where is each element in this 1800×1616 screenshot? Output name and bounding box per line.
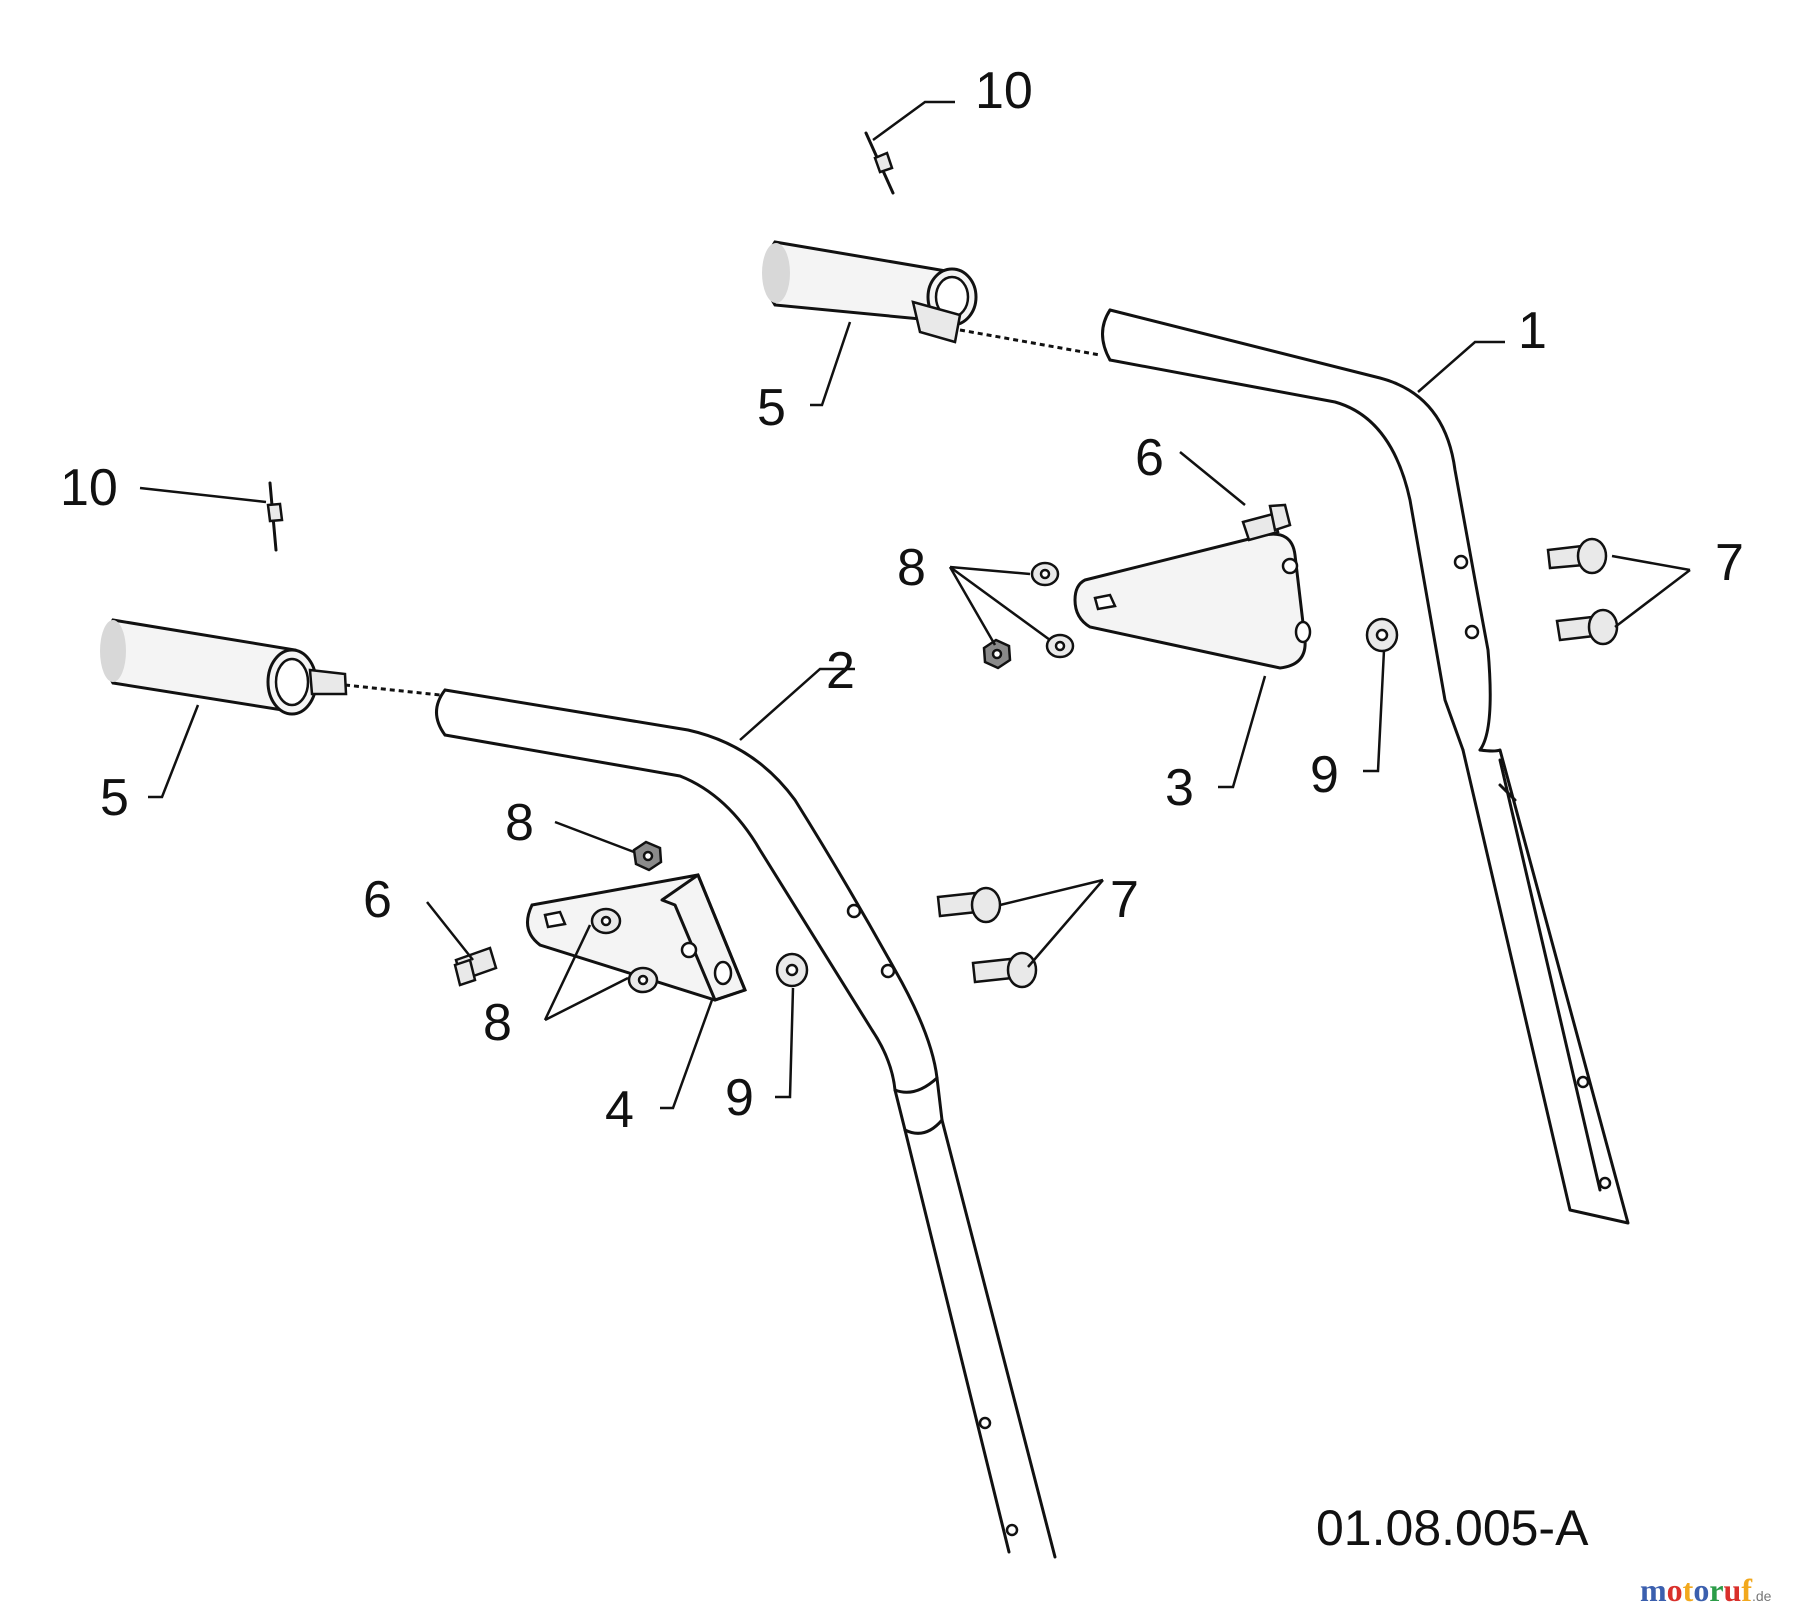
watermark-letter: t	[1683, 1572, 1694, 1608]
lower-nuts	[590, 840, 663, 994]
svg-text:motoruf.de: motoruf.de	[1640, 1572, 1772, 1608]
callout-10-lower: 10	[60, 459, 118, 517]
lower-bracket	[526, 873, 747, 1002]
upper-rivet	[864, 131, 895, 195]
callout-5-upper: 5	[757, 379, 786, 437]
upper-nuts	[982, 561, 1075, 670]
callout-1: 1	[1518, 302, 1547, 360]
callout-8-upper: 8	[897, 539, 926, 597]
watermark-letter: o	[1693, 1572, 1709, 1608]
upper-washer	[1365, 617, 1399, 653]
motoruf-watermark: motoruf.de	[1640, 1572, 1772, 1608]
callout-7-upper: 7	[1715, 534, 1744, 592]
callout-9-upper: 9	[1310, 746, 1339, 804]
upper-bolt	[1241, 503, 1292, 542]
watermark-letter: r	[1709, 1572, 1723, 1608]
lower-handle	[435, 688, 1057, 1559]
lower-bolt	[453, 946, 498, 987]
upper-handle	[1101, 308, 1630, 1225]
callout-3: 3	[1165, 759, 1194, 817]
callout-5-lower: 5	[100, 769, 129, 827]
lower-rivet	[266, 481, 284, 552]
callout-7-lower: 7	[1110, 871, 1139, 929]
callout-10-upper: 10	[975, 62, 1033, 120]
callout-4: 4	[605, 1081, 634, 1139]
watermark-letter: o	[1667, 1572, 1683, 1608]
watermark-letter: m	[1640, 1572, 1667, 1608]
upper-bracket	[1073, 532, 1312, 670]
callout-8-lower-top: 8	[505, 794, 534, 852]
lower-grip	[100, 618, 441, 716]
diagram-reference-code: 01.08.005-A	[1316, 1500, 1589, 1556]
callout-labels: 10 1 5 6 8 7 3 9 2 10 5 8 6 7 8 4 9	[60, 62, 1744, 1139]
lower-washer	[775, 952, 809, 988]
callout-6-upper: 6	[1135, 429, 1164, 487]
lower-carriage-bolts	[936, 886, 1038, 989]
watermark-letter: f	[1741, 1572, 1752, 1608]
leader-lines	[139, 100, 1691, 1110]
watermark-suffix: .de	[1752, 1588, 1772, 1604]
callout-8-lower-bottom: 8	[483, 994, 512, 1052]
callout-6-lower: 6	[363, 871, 392, 929]
callout-2: 2	[826, 642, 855, 700]
upper-carriage-bolts	[1546, 537, 1619, 646]
watermark-letter: u	[1724, 1572, 1742, 1608]
upper-grip	[762, 240, 1101, 357]
callout-9-lower: 9	[725, 1069, 754, 1127]
